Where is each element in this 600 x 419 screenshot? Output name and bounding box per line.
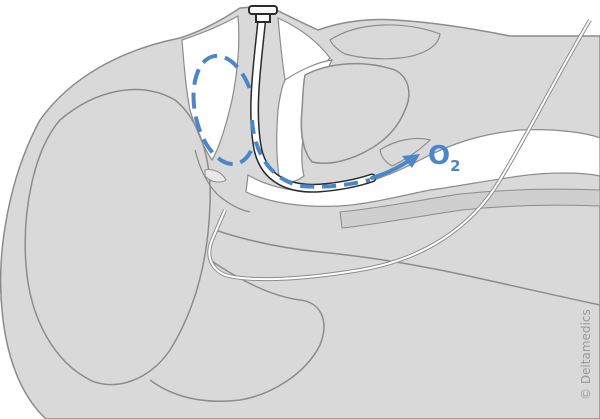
copyright-watermark: © Deltamedics xyxy=(579,309,593,400)
tongue xyxy=(300,62,410,164)
epiglottis xyxy=(379,137,432,167)
oxygen-label-subscript: 2 xyxy=(450,157,460,175)
endotracheal-tube-icon xyxy=(248,5,377,193)
esophagus xyxy=(339,188,600,229)
brain-outline xyxy=(24,88,211,386)
jaw-notch xyxy=(204,169,227,183)
jaw-contour xyxy=(194,149,251,213)
palate-outline xyxy=(329,24,441,60)
oxygen-label-main: O xyxy=(428,141,450,171)
oxygen-flow-arrow-icon xyxy=(370,154,420,180)
oxygen-supply-tubing-core xyxy=(208,19,591,281)
oxygen-label: O2 xyxy=(428,141,461,175)
head-silhouette xyxy=(0,5,600,419)
